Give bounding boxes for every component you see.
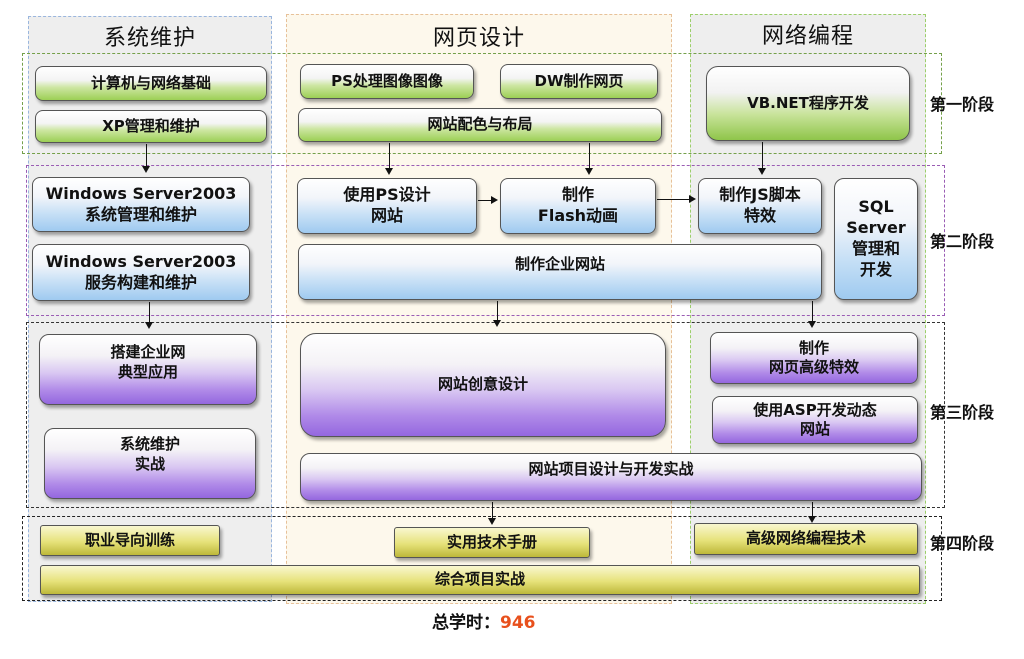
stage-4-label: 第四阶段 bbox=[930, 534, 995, 553]
total-hours-label: 总学时： bbox=[432, 613, 500, 633]
stage-1-outline bbox=[22, 53, 942, 154]
stage-2-label: 第二阶段 bbox=[930, 232, 995, 251]
column-title-net: 网络编程 bbox=[761, 24, 854, 49]
total-hours-value: 946 bbox=[500, 613, 536, 633]
box-flash-anim: 制作 Flash动画 bbox=[500, 178, 656, 234]
column-title-sys: 系统维护 bbox=[103, 26, 196, 51]
box-computer-network-basics: 计算机与网络基础 bbox=[35, 66, 267, 101]
box-project-practice: 网站项目设计与开发实战 bbox=[300, 453, 922, 501]
stage-3-outline bbox=[26, 322, 945, 508]
stage-4-outline bbox=[22, 516, 942, 601]
box-advanced-net-prog: 高级网络编程技术 bbox=[694, 523, 918, 555]
box-enterprise-net: 搭建企业网 典型应用 bbox=[39, 334, 257, 405]
box-sql-server: SQL Server 管理和 开发 bbox=[834, 178, 918, 300]
box-comprehensive-project: 综合项目实战 bbox=[40, 565, 920, 595]
box-site-color-layout: 网站配色与布局 bbox=[298, 108, 662, 142]
box-enterprise-site: 制作企业网站 bbox=[298, 244, 822, 300]
box-creative-design: 网站创意设计 bbox=[300, 333, 666, 437]
stage-3-label: 第三阶段 bbox=[930, 403, 995, 422]
box-advanced-effects: 制作 网页高级特效 bbox=[710, 332, 918, 384]
box-win2003-service: Windows Server2003 服务构建和维护 bbox=[32, 244, 250, 301]
box-sys-practice: 系统维护 实战 bbox=[44, 428, 256, 499]
box-win2003-admin: Windows Server2003 系统管理和维护 bbox=[32, 177, 250, 232]
box-ps-image: PS处理图像图像 bbox=[300, 64, 474, 99]
box-dw-webpage: DW制作网页 bbox=[500, 64, 658, 99]
box-career-training: 职业导向训练 bbox=[40, 525, 220, 556]
box-vbnet-dev: VB.NET程序开发 bbox=[706, 66, 910, 141]
box-tech-handbook: 实用技术手册 bbox=[394, 527, 590, 558]
box-ps-site-design: 使用PS设计 网站 bbox=[297, 178, 477, 234]
total-hours: 总学时：946 bbox=[432, 608, 592, 634]
stage-1-label: 第一阶段 bbox=[930, 95, 995, 114]
box-asp-dynamic: 使用ASP开发动态 网站 bbox=[712, 396, 918, 444]
box-xp-admin: XP管理和维护 bbox=[35, 110, 267, 143]
stage-2-outline bbox=[26, 165, 945, 316]
column-title-web: 网页设计 bbox=[432, 26, 525, 51]
box-js-effects: 制作JS脚本 特效 bbox=[698, 178, 822, 234]
